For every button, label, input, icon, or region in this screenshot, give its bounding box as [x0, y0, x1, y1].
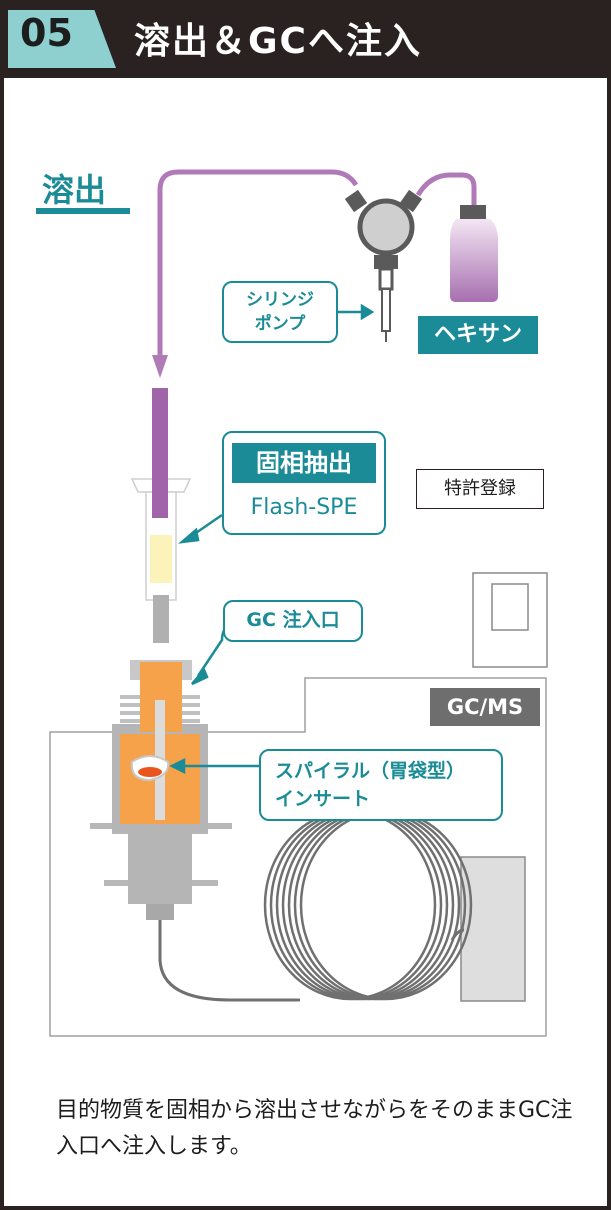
flow-arrow: [152, 355, 168, 378]
solvent-tube: [157, 169, 359, 360]
section-underline: [36, 208, 130, 214]
solvent-column: [152, 388, 168, 518]
instrument-top-box-window: [491, 583, 529, 631]
syringe-pump-callout: シリンジ ポンプ: [222, 281, 338, 343]
gcms-label: GC/MS: [430, 688, 540, 726]
step-number: 05: [20, 11, 73, 55]
spiral-insert-callout: スパイラル（胃袋型） インサート: [259, 749, 503, 821]
gc-inlet-callout: GC 注入口: [223, 600, 363, 642]
caption-text: 目的物質を固相から溶出させながらをそのままGC注入口へ注入します。: [56, 1098, 573, 1159]
page-title: 溶出＆GCへ注入: [134, 21, 422, 62]
section-label: 溶出: [42, 171, 107, 209]
spe-subtitle: Flash-SPE: [250, 495, 358, 520]
step-badge: [8, 10, 116, 68]
detector-box: [460, 856, 526, 1002]
header-bar: 05 溶出＆GCへ注入: [0, 0, 611, 78]
gc-injector: [90, 660, 232, 920]
hexane-label: ヘキサン: [418, 316, 538, 354]
column-inlet-line: [158, 818, 300, 1002]
three-way-valve: [344, 189, 423, 342]
spe-title: 固相抽出: [232, 443, 376, 483]
spe-callout: 固相抽出 Flash-SPE: [222, 431, 386, 535]
column-to-detector: [450, 928, 465, 941]
patent-badge: 特許登録: [416, 469, 544, 509]
hexane-bottle: [450, 205, 498, 302]
